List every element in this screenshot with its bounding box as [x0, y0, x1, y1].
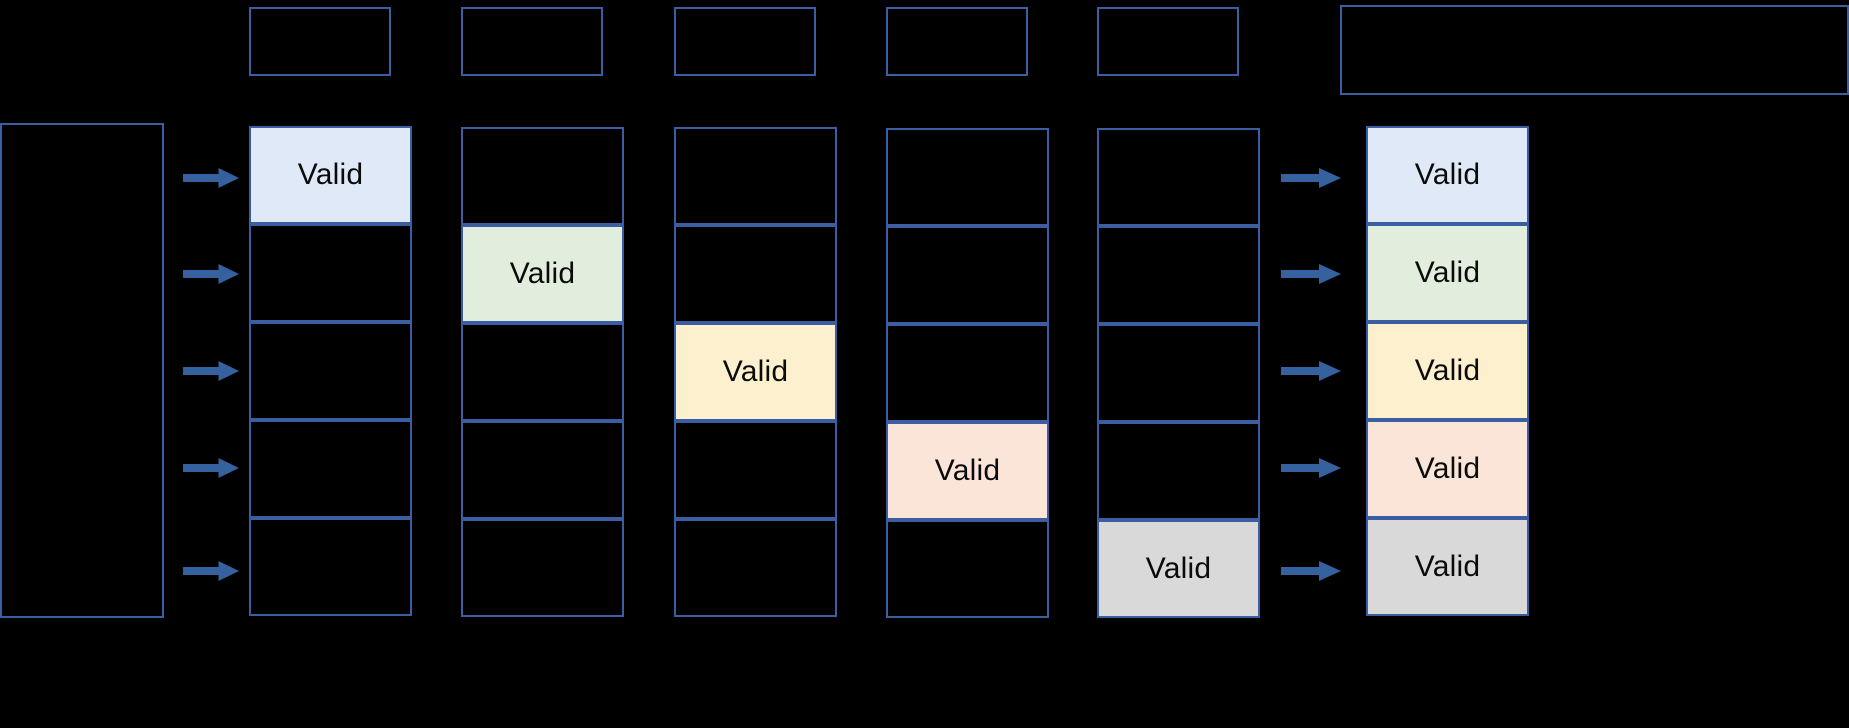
result-column-cell-3-label: Valid: [1414, 354, 1481, 387]
column-1-cell-2[interactable]: [249, 224, 412, 322]
arrow-to-result-row4: [1281, 457, 1341, 479]
arrow-to-column1-row4: [183, 457, 239, 479]
result-column-cell-5-label: Valid: [1414, 550, 1481, 583]
arrow-to-result-row1: [1281, 167, 1341, 189]
header-box-6[interactable]: [1340, 5, 1849, 95]
header-box-3[interactable]: [674, 7, 816, 76]
column-5-cell-4[interactable]: [1097, 422, 1260, 520]
column-2-cell-2[interactable]: Valid: [461, 225, 624, 323]
column-4-cell-4-label: Valid: [934, 454, 1001, 487]
arrow-to-result-row3: [1281, 360, 1341, 382]
arrow-to-column1-row2: [183, 263, 239, 285]
result-column-cell-3[interactable]: Valid: [1366, 322, 1529, 420]
column-3-cell-2[interactable]: [674, 225, 837, 323]
column-2-cell-2-label: Valid: [509, 257, 576, 290]
column-4-cell-4[interactable]: Valid: [886, 422, 1049, 520]
arrow-to-column1-row1: [183, 167, 239, 189]
result-column-cell-2-label: Valid: [1414, 256, 1481, 289]
column-1-cell-4[interactable]: [249, 420, 412, 518]
result-column-cell-4-label: Valid: [1414, 452, 1481, 485]
source-box[interactable]: [0, 123, 164, 618]
column-4-cell-1[interactable]: [886, 128, 1049, 226]
column-4-cell-5[interactable]: [886, 520, 1049, 618]
column-2-cell-5[interactable]: [461, 519, 624, 617]
column-4-cell-3[interactable]: [886, 324, 1049, 422]
column-3-cell-3[interactable]: Valid: [674, 323, 837, 421]
header-box-2[interactable]: [461, 7, 603, 76]
arrow-to-column1-row5: [183, 560, 239, 582]
column-5-cell-1[interactable]: [1097, 128, 1260, 226]
result-column-cell-5[interactable]: Valid: [1366, 518, 1529, 616]
column-3-cell-4[interactable]: [674, 421, 837, 519]
column-5-cell-5[interactable]: Valid: [1097, 520, 1260, 618]
header-box-5[interactable]: [1097, 7, 1239, 76]
column-1-cell-3[interactable]: [249, 322, 412, 420]
result-column-cell-1-label: Valid: [1414, 158, 1481, 191]
column-1-cell-1-label: Valid: [297, 158, 364, 191]
column-3-cell-5[interactable]: [674, 519, 837, 617]
column-4-cell-2[interactable]: [886, 226, 1049, 324]
column-5-cell-2[interactable]: [1097, 226, 1260, 324]
result-column-cell-1[interactable]: Valid: [1366, 126, 1529, 224]
column-2-cell-4[interactable]: [461, 421, 624, 519]
column-1-cell-5[interactable]: [249, 518, 412, 616]
column-2-cell-3[interactable]: [461, 323, 624, 421]
column-5-cell-3[interactable]: [1097, 324, 1260, 422]
arrow-to-result-row2: [1281, 263, 1341, 285]
result-column-cell-2[interactable]: Valid: [1366, 224, 1529, 322]
arrow-to-column1-row3: [183, 360, 239, 382]
result-column-cell-4[interactable]: Valid: [1366, 420, 1529, 518]
header-box-1[interactable]: [249, 7, 391, 76]
column-2-cell-1[interactable]: [461, 127, 624, 225]
header-box-4[interactable]: [886, 7, 1028, 76]
column-5-cell-5-label: Valid: [1145, 552, 1212, 585]
arrow-to-result-row5: [1281, 560, 1341, 582]
column-1-cell-1[interactable]: Valid: [249, 126, 412, 224]
column-3-cell-3-label: Valid: [722, 355, 789, 388]
column-3-cell-1[interactable]: [674, 127, 837, 225]
